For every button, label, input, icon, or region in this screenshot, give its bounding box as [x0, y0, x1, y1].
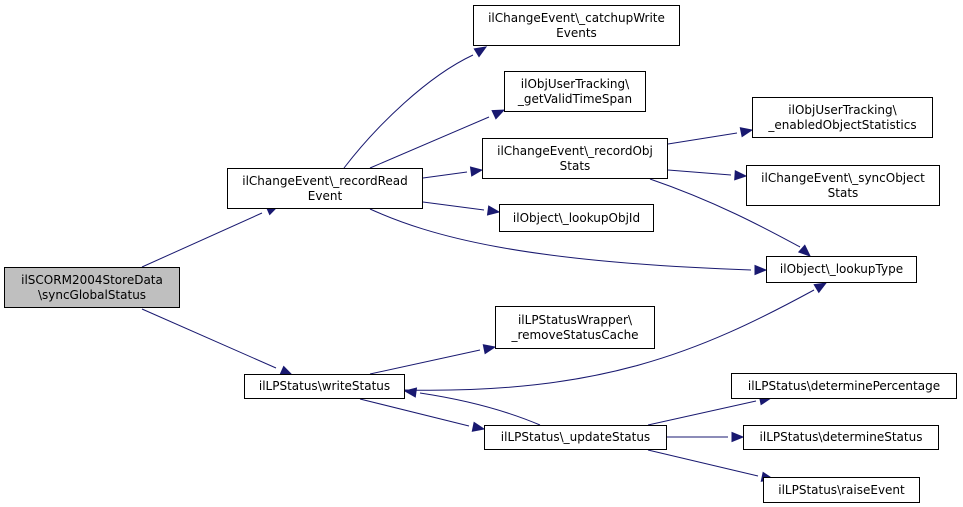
edge-recordReadEvent-to-lookupType: [369, 208, 752, 271]
node-label-line: ilChangeEvent\_recordRead: [242, 173, 408, 188]
arrowhead-recordReadEvent-to-recordObjStats: [469, 166, 484, 177]
node-label-line: _enabledObjectStatistics: [768, 117, 917, 132]
edge-syncGlobalStatus-to-writeStatus: [141, 308, 277, 369]
node-label-line: ilObject\_lookupObjId: [512, 210, 641, 225]
node-lookupObjId[interactable]: ilObject\_lookupObjId: [499, 204, 654, 232]
node-label-line: ilObject\_lookupType: [779, 262, 904, 276]
node-determineStatus[interactable]: ilLPStatus\determineStatus: [743, 425, 939, 450]
edge-recordObjStats-to-enabledObjectStatistics: [667, 132, 738, 145]
node-updateStatus[interactable]: ilLPStatus\_updateStatus: [484, 425, 667, 450]
node-removeStatusCache[interactable]: ilLPStatusWrapper\_removeStatusCache: [495, 306, 655, 349]
node-syncGlobalStatus[interactable]: ilSCORM2004StoreData\syncGlobalStatus: [4, 267, 180, 308]
arrowhead-recordReadEvent-to-lookupObjId: [486, 205, 501, 216]
edge-updateStatus-to-raiseEvent: [647, 449, 759, 477]
edge-updateStatus-to-determinePercentage: [647, 400, 757, 426]
edge-recordReadEvent-to-lookupObjId: [422, 201, 485, 211]
edge-writeStatus-to-lookupType: [404, 289, 815, 391]
edge-recordReadEvent-to-catchupWriteEvents: [343, 54, 474, 169]
arrowhead-recordObjStats-to-lookupType: [797, 244, 811, 257]
node-label-line: ilLPStatus\_updateStatus: [500, 430, 651, 444]
node-label-line: ilSCORM2004StoreData: [21, 272, 163, 287]
node-lookupType[interactable]: ilObject\_lookupType: [766, 256, 917, 283]
edge-recordReadEvent-to-getValidTimeSpan: [369, 116, 490, 169]
node-label-line: \syncGlobalStatus: [37, 287, 147, 302]
edge-recordObjStats-to-syncObjectStats: [667, 169, 732, 176]
node-label-line: ilLPStatus\determinePercentage: [747, 378, 941, 393]
node-label-line: Event: [307, 188, 343, 203]
arrowhead-writeStatus-to-lookupType: [813, 282, 828, 294]
arrowhead-recordObjStats-to-syncObjectStats: [734, 170, 748, 181]
node-label-line: ilChangeEvent\_recordObj: [497, 143, 653, 158]
arrowhead-recordReadEvent-to-lookupType: [754, 264, 768, 276]
node-label-line: ilChangeEvent\_catchupWrite: [488, 10, 665, 25]
node-label-line: ilLPStatusWrapper\: [517, 312, 633, 327]
node-label-line: Events: [556, 25, 597, 40]
arrowhead-writeStatus-to-updateStatus: [471, 421, 486, 432]
arrowhead-updateStatus-to-writeStatus: [403, 387, 418, 398]
node-label-line: Stats: [559, 158, 591, 173]
node-label-line: ilChangeEvent\_syncObject: [761, 170, 925, 185]
node-enabledObjectStatistics[interactable]: ilObjUserTracking\_enabledObjectStatisti…: [752, 97, 933, 138]
node-determinePercentage[interactable]: ilLPStatus\determinePercentage: [731, 373, 957, 399]
edge-recordReadEvent-to-recordObjStats: [422, 171, 468, 179]
node-label-line: ilObjUserTracking\: [520, 76, 630, 91]
node-label-line: ilLPStatus\determineStatus: [759, 430, 923, 444]
edge-writeStatus-to-updateStatus: [359, 398, 470, 427]
node-label-line: Stats: [827, 185, 859, 200]
node-label-line: ilLPStatus\raiseEvent: [778, 482, 905, 497]
arrowhead-recordReadEvent-to-getValidTimeSpan: [491, 109, 506, 120]
node-label-line: _removeStatusCache: [511, 327, 639, 342]
edge-syncGlobalStatus-to-recordReadEvent: [141, 212, 263, 268]
node-label-line: _getValidTimeSpan: [517, 91, 633, 106]
node-writeStatus[interactable]: ilLPStatus\writeStatus: [244, 374, 405, 399]
node-label-line: ilObjUserTracking\: [788, 102, 897, 117]
edge-updateStatus-to-writeStatus: [419, 392, 541, 426]
edge-writeStatus-to-removeStatusCache: [369, 349, 481, 375]
node-label-line: ilLPStatus\writeStatus: [258, 379, 391, 393]
node-getValidTimeSpan[interactable]: ilObjUserTracking\_getValidTimeSpan: [504, 71, 646, 112]
edge-recordObjStats-to-lookupType: [649, 178, 801, 248]
arrowhead-recordObjStats-to-enabledObjectStatistics: [739, 127, 754, 138]
arrowhead-recordReadEvent-to-catchupWriteEvents: [473, 46, 488, 58]
arrowhead-writeStatus-to-removeStatusCache: [482, 344, 497, 355]
arrowhead-updateStatus-to-determineStatus: [731, 431, 745, 443]
node-raiseEvent[interactable]: ilLPStatus\raiseEvent: [763, 477, 920, 503]
